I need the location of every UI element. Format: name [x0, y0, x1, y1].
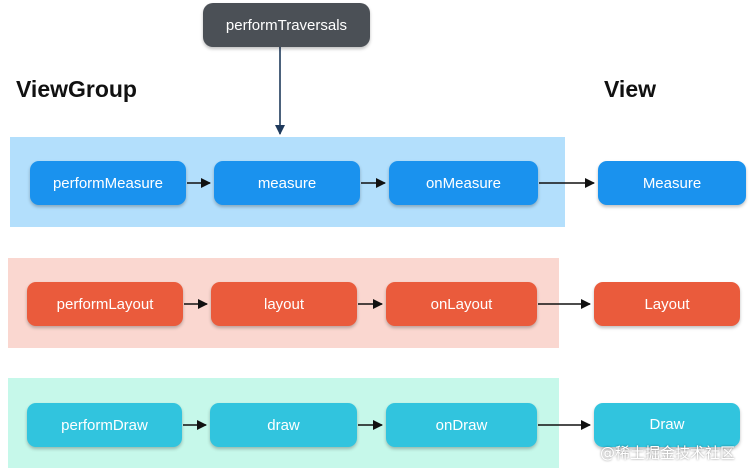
view-draw-node: Draw [594, 403, 740, 447]
view-layout-node: Layout [594, 282, 740, 326]
perform-measure-node: performMeasure [30, 161, 186, 205]
on-layout-node: onLayout [386, 282, 537, 326]
view-measure-node: Measure [598, 161, 746, 205]
perform-layout-node: performLayout [27, 282, 183, 326]
perform-traversals-node: performTraversals [203, 3, 370, 47]
on-draw-node: onDraw [386, 403, 537, 447]
layout-node: layout [211, 282, 357, 326]
measure-node: measure [214, 161, 360, 205]
draw-node: draw [210, 403, 357, 447]
viewgroup-heading: ViewGroup [16, 76, 137, 102]
view-heading: View [604, 76, 656, 102]
watermark: @稀土掘金技术社区 [600, 444, 736, 462]
on-measure-node: onMeasure [389, 161, 538, 205]
perform-draw-node: performDraw [27, 403, 182, 447]
